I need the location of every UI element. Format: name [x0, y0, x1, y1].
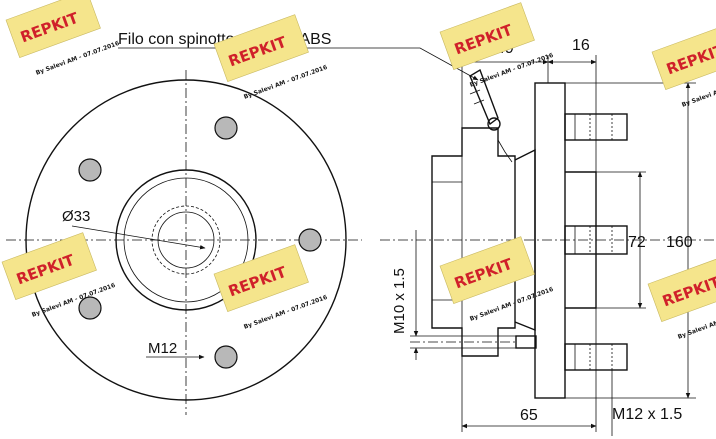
repkit-watermark: REPKIT By Salevi AM - 07.07.2016	[213, 14, 328, 101]
bolt-hole	[298, 228, 322, 252]
repkit-watermark: REPKIT By Salevi AM - 07.07.2016	[651, 22, 716, 109]
bolt-hole	[78, 296, 102, 320]
repkit-watermark: REPKIT By Salevi AM - 07.07.2016	[5, 0, 120, 77]
thread-side-label: M10 x 1.5	[391, 268, 408, 334]
bolt-hole	[214, 116, 238, 140]
side-bolt	[410, 335, 537, 349]
flange-disc	[534, 82, 566, 399]
side-view: Filo con spinotto sensore ABS 49 16 72 1…	[118, 31, 716, 436]
front-view: Ø33 M12	[6, 70, 362, 415]
dim-72-label: 72	[628, 234, 646, 251]
dim-65-label: 65	[520, 407, 538, 424]
dim-160-label: 160	[666, 234, 693, 251]
repkit-watermark: REPKIT By Salevi AM - 07.07.2016	[439, 2, 554, 89]
dim-16-label: 16	[572, 37, 590, 54]
bolt-hole	[78, 158, 102, 182]
repkit-watermark: REPKIT By Salevi AM - 07.07.2016	[439, 236, 554, 323]
pilot-hub	[565, 171, 597, 309]
bolt-hole	[214, 345, 238, 369]
wheel-stud	[564, 225, 628, 255]
bore-diameter-label: Ø33	[62, 208, 90, 225]
thread-label-left: M12	[148, 340, 177, 357]
repkit-watermark: REPKIT By Salevi AM - 07.07.2016	[647, 254, 716, 341]
repkit-watermark: REPKIT By Salevi AM - 07.07.2016	[213, 244, 328, 331]
stud-thread-label: M12 x 1.5	[612, 406, 682, 423]
bore-leader	[71, 225, 206, 250]
